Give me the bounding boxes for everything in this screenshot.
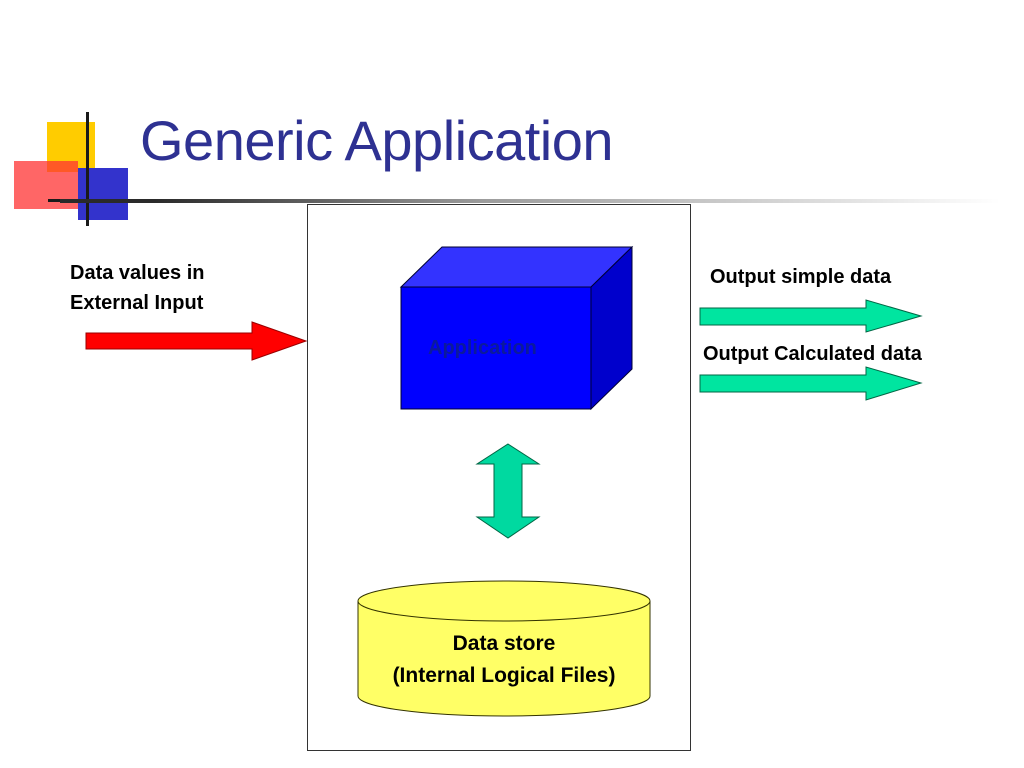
application-label: Application [428,337,537,359]
data-store-cylinder [357,580,651,717]
application-box [399,245,634,411]
input-label-line2: External Input [70,292,204,314]
bidirectional-arrow [475,443,541,539]
data-store-label-line2: (Internal Logical Files) [392,664,616,687]
title-underline [60,199,1000,203]
input-label-line1: Data values in [70,262,205,284]
output-simple-arrow [699,299,923,333]
output-simple-label: Output simple data [710,266,892,288]
slide-title: Generic Application [140,109,614,172]
input-arrow [85,321,308,361]
input-label: Data values in External Input [70,258,290,318]
data-store-label-line1: Data store [452,632,556,655]
output-calculated-label: Output Calculated data [703,343,922,365]
output-calculated-arrow [699,366,923,401]
data-store-label: Data store (Internal Logical Files) [358,628,650,692]
corner-logo [14,112,128,226]
